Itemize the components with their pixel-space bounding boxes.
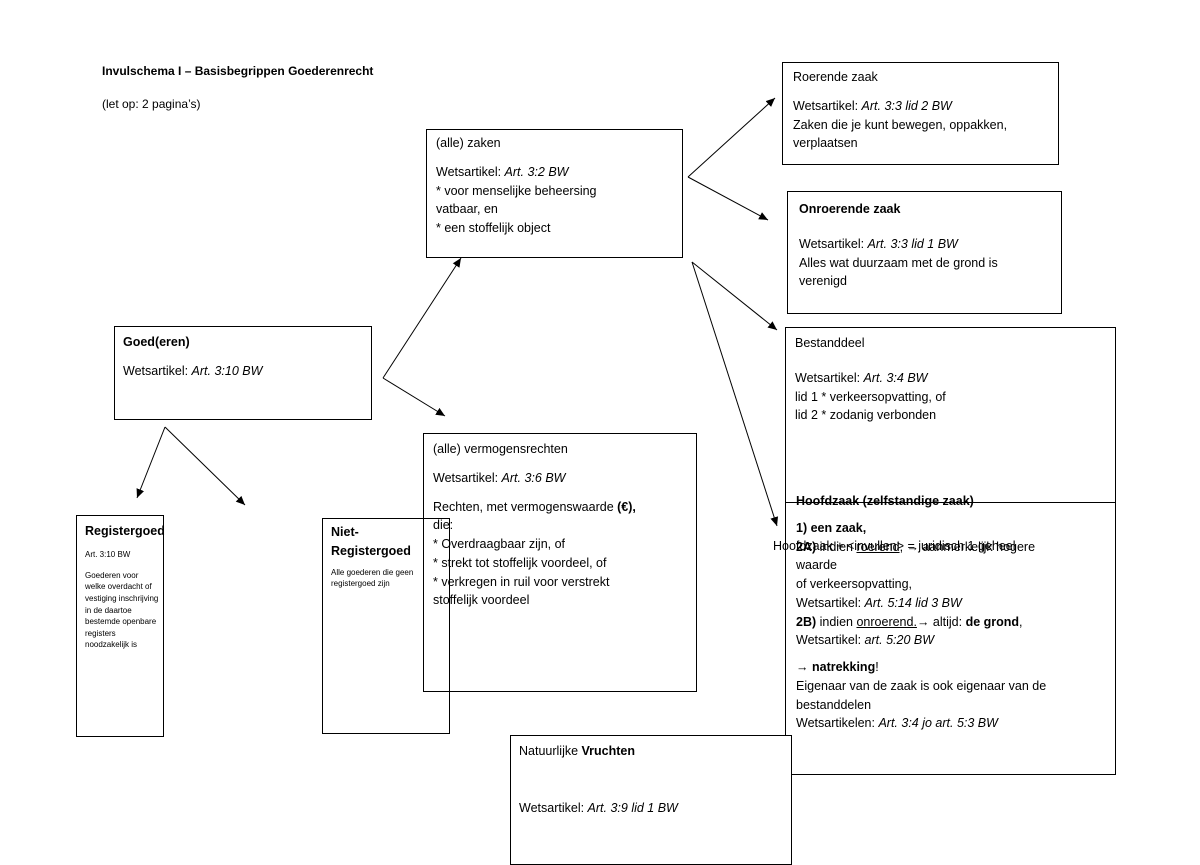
registergoed-ref: Art. 3:10 BW [85, 549, 131, 559]
hoofdzaak-wetsartikel-2: Wetsartikel: art. 5:20 BW [796, 633, 935, 648]
hoofdzaak-eigenaar-1: Eigenaar van de zaak is ook eigenaar van… [796, 678, 1047, 693]
niet-registergoed-title-1: Niet- [331, 525, 359, 539]
hoofdzaak-title: Hoofdzaak (zelfstandige zaak) [796, 494, 974, 508]
box-goederen: Goed(eren) Wetsartikel: Art. 3:10 BW [114, 326, 372, 420]
hoofdzaak-line-3: waarde [796, 558, 837, 573]
box-hoofdzaak: Hoofdzaak (zelfstandige zaak) 1) een zaa… [785, 494, 1116, 775]
document-title: Invulschema I – Basisbegrippen Goederenr… [102, 64, 374, 78]
hoofdzaak-line-6: 2B) indien onroerend.→ altijd: de grond, [796, 614, 1023, 629]
hoofdzaak-wetsartikel-1: Wetsartikel: Art. 5:14 lid 3 BW [796, 595, 962, 610]
vermogensrechten-line: * strekt tot stoffelijk voordeel, of [433, 555, 607, 570]
zaken-line: * een stoffelijk object [436, 221, 551, 235]
box-roerende-zaak: Roerende zaak Wetsartikel: Art. 3:3 lid … [782, 62, 1059, 165]
onroerende-wetsartikel: Wetsartikel: Art. 3:3 lid 1 BW [799, 236, 958, 251]
goederen-title: Goed(eren) [123, 335, 190, 349]
arrow-zaken-onroerende [687, 176, 769, 221]
vruchten-wetsartikel: Wetsartikel: Art. 3:9 lid 1 BW [519, 800, 678, 815]
box-bestanddeel: Bestanddeel Wetsartikel: Art. 3:4 BW lid… [785, 327, 1116, 503]
niet-registergoed-title-2: Registergoed [331, 543, 411, 558]
bestanddeel-line: lid 2 * zodanig verbonden [795, 408, 937, 423]
bestanddeel-title: Bestanddeel [795, 336, 865, 350]
box-vermogensrechten: (alle) vermogensrechten Wetsartikel: Art… [423, 433, 697, 692]
box-registergoed: Registergoed Art. 3:10 BW Goederen voor … [76, 515, 165, 737]
hoofdzaak-overlay-text: Hoofdzaak + <invullen> = juridisch 1 geh… [773, 539, 1016, 553]
hoofdzaak-natrekking: → natrekking! [796, 660, 879, 674]
zaken-title: (alle) zaken [436, 136, 501, 150]
hoofdzaak-eigenaar-2: bestanddelen [796, 697, 872, 712]
roerende-line: Zaken die je kunt bewegen, oppakken, [793, 117, 1008, 132]
zaken-line: * voor menselijke beheersing [436, 183, 597, 198]
vermogensrechten-title: (alle) vermogensrechten [433, 442, 568, 456]
box-onroerende-zaak: Onroerende zaak Wetsartikel: Art. 3:3 li… [787, 191, 1062, 314]
hoofdzaak-line-4: of verkeersopvatting, [796, 577, 913, 591]
hoofdzaak-line-1: 1) een zaak, [796, 520, 867, 535]
bestanddeel-line: lid 1 * verkeersopvatting, of [795, 389, 946, 404]
arrow-goed-vermogensrechten [382, 377, 446, 417]
arrow-goed-registergoed [136, 426, 166, 499]
arrow-zaken-hoofdzaak [691, 261, 779, 527]
arrow-zaken-roerende [687, 97, 776, 178]
arrow-goed-niet-registergoed [164, 426, 246, 506]
vermogensrechten-line: stoffelijk voordeel [433, 593, 530, 608]
niet-registergoed-desc: Alle goederen die geen registergoed zijn [331, 567, 414, 589]
arrow-goed-zaken [382, 257, 462, 379]
vermogensrechten-line: * Overdraagbaar zijn, of [433, 537, 566, 551]
box-niet-registergoed: Niet- Registergoed Alle goederen die gee… [322, 518, 450, 734]
zaken-line: vatbaar, en [436, 202, 498, 217]
vermogensrechten-line: * verkregen in ruil voor verstrekt [433, 574, 610, 589]
roerende-wetsartikel: Wetsartikel: Art. 3:3 lid 2 BW [793, 98, 952, 113]
hoofdzaak-line-2: 2A) indien roerend, → aanmerkelijk hoger… [796, 539, 1036, 554]
roerende-title: Roerende zaak [793, 70, 878, 84]
registergoed-desc: Goederen voor welke overdacht of vestigi… [85, 570, 159, 650]
vermogensrechten-intro: Rechten, met vermogenswaarde (€), [433, 499, 636, 514]
document-subtitle: (let op: 2 pagina’s) [102, 97, 201, 111]
vermogensrechten-wetsartikel: Wetsartikel: Art. 3:6 BW [433, 470, 566, 485]
hoofdzaak-wetsartikelen: Wetsartikelen: Art. 3:4 jo art. 5:3 BW [796, 716, 998, 731]
onroerende-line: Alles wat duurzaam met de grond is [799, 255, 998, 270]
box-natuurlijke-vruchten: Natuurlijke Vruchten Wetsartikel: Art. 3… [510, 735, 792, 865]
bestanddeel-wetsartikel: Wetsartikel: Art. 3:4 BW [795, 370, 928, 385]
roerende-line: verplaatsen [793, 136, 858, 151]
vermogensrechten-intro-die: die: [433, 518, 454, 533]
box-zaken: (alle) zaken Wetsartikel: Art. 3:2 BW * … [426, 129, 683, 258]
onroerende-line: verenigd [799, 274, 847, 289]
zaken-wetsartikel: Wetsartikel: Art. 3:2 BW [436, 164, 569, 179]
vruchten-title: Natuurlijke Vruchten [519, 744, 636, 758]
registergoed-title: Registergoed [85, 524, 165, 538]
arrow-zaken-bestanddeel [691, 261, 778, 331]
onroerende-title: Onroerende zaak [799, 202, 901, 216]
goederen-wetsartikel: Wetsartikel: Art. 3:10 BW [123, 363, 263, 378]
